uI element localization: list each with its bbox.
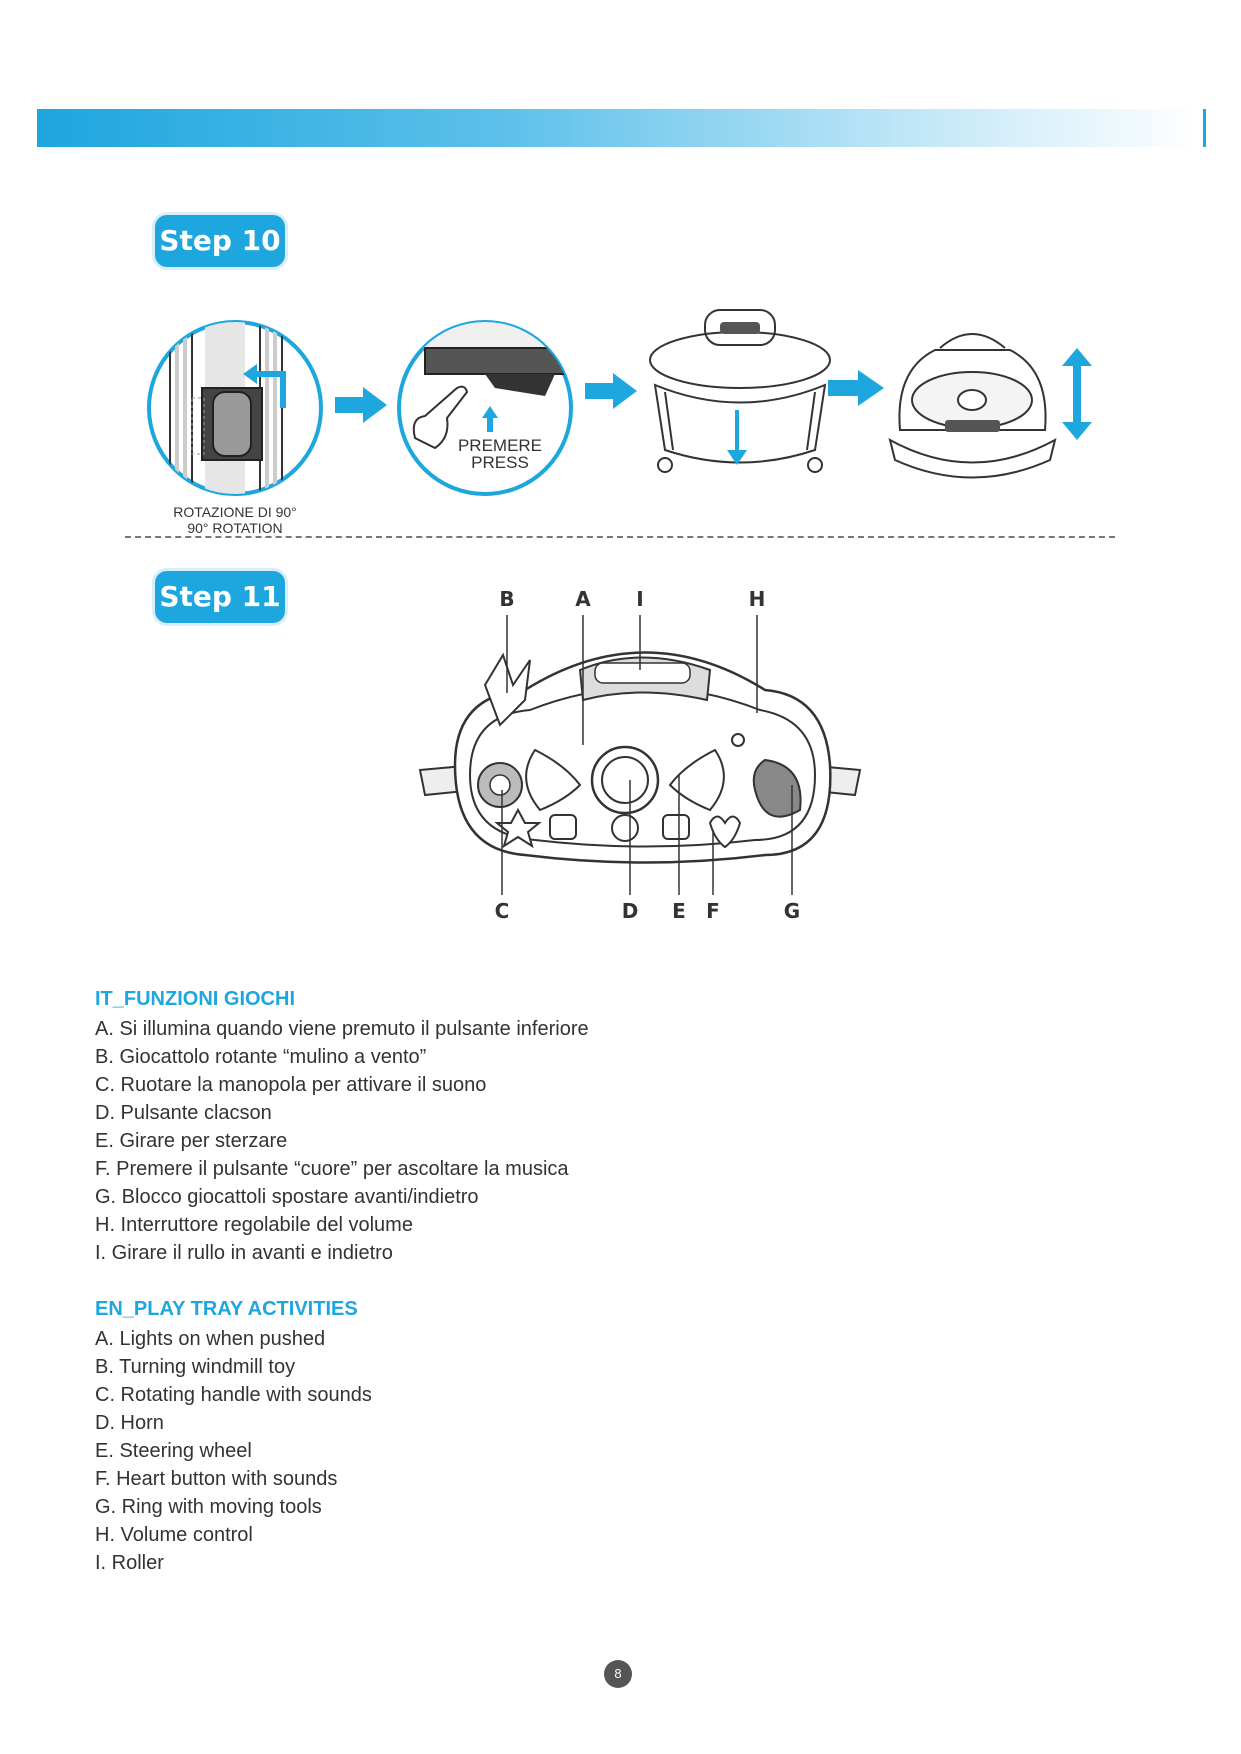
step-arrow-icon <box>828 370 884 406</box>
list-item: C. Rotating handle with sounds <box>95 1384 372 1406</box>
list-item: E. Steering wheel <box>95 1440 252 1462</box>
list-item: A. Si illumina quando viene premuto il p… <box>95 1018 589 1040</box>
header-gradient-bar <box>37 109 1197 147</box>
list-item: D. Horn <box>95 1412 164 1434</box>
up-down-arrow-icon <box>1062 348 1092 440</box>
step-10-badge: Step 10 <box>155 215 285 267</box>
en-section-title: EN_PLAY TRAY ACTIVITIES <box>95 1298 358 1320</box>
list-item: B. Turning windmill toy <box>95 1356 296 1378</box>
section-divider <box>125 536 1115 538</box>
rotation-caption-it: ROTAZIONE DI 90° <box>173 504 297 520</box>
page-number: 8 <box>604 1660 632 1688</box>
list-item: G. Ring with moving tools <box>95 1496 322 1518</box>
en-section: EN_PLAY TRAY ACTIVITIES A. Lights on whe… <box>95 1298 372 1577</box>
walker-side-view-illustration <box>649 309 831 473</box>
list-item: C. Ruotare la manopola per attivare il s… <box>95 1074 487 1096</box>
callout-label: B <box>499 587 514 611</box>
step-11-badge: Step 11 <box>155 571 285 623</box>
list-item: I. Girare il rullo in avanti e indietro <box>95 1242 393 1264</box>
callout-label: H <box>749 587 766 611</box>
callout-label: E <box>672 899 686 923</box>
step-arrow-icon <box>585 373 637 409</box>
list-item: A. Lights on when pushed <box>95 1328 326 1350</box>
walker-front-view-illustration <box>888 333 1057 479</box>
callout-label: C <box>495 899 510 923</box>
press-caption-en: PRESS <box>471 453 529 472</box>
rotation-caption-en: 90° ROTATION <box>187 520 283 536</box>
callout-label: G <box>784 899 800 923</box>
callout-label: I <box>636 587 643 611</box>
list-item: G. Blocco giocattoli spostare avanti/ind… <box>95 1186 479 1208</box>
list-item: H. Interruttore regolabile del volume <box>95 1214 413 1236</box>
callout-label: F <box>706 899 720 923</box>
it-section: IT_FUNZIONI GIOCHI A. Si illumina quando… <box>95 988 589 1267</box>
step-arrow-icon <box>335 387 387 423</box>
list-item: F. Premere il pulsante “cuore” per ascol… <box>95 1158 569 1180</box>
list-item: D. Pulsante clacson <box>95 1102 272 1124</box>
list-item: F. Heart button with sounds <box>95 1468 338 1490</box>
press-caption-it: PREMERE <box>457 436 543 455</box>
rotation-detail-illustration <box>147 320 323 496</box>
it-section-title: IT_FUNZIONI GIOCHI <box>95 988 295 1010</box>
press-detail-illustration <box>397 320 573 496</box>
callout-label: D <box>622 899 639 923</box>
play-tray-illustration: B A I H C D E F G <box>418 587 862 923</box>
list-item: B. Giocattolo rotante “mulino a vento” <box>95 1046 427 1068</box>
list-item: H. Volume control <box>95 1524 253 1546</box>
header-accent-tick <box>1203 109 1206 147</box>
list-item: E. Girare per sterzare <box>95 1130 288 1152</box>
callout-label: A <box>575 587 591 611</box>
list-item: I. Roller <box>95 1552 164 1574</box>
